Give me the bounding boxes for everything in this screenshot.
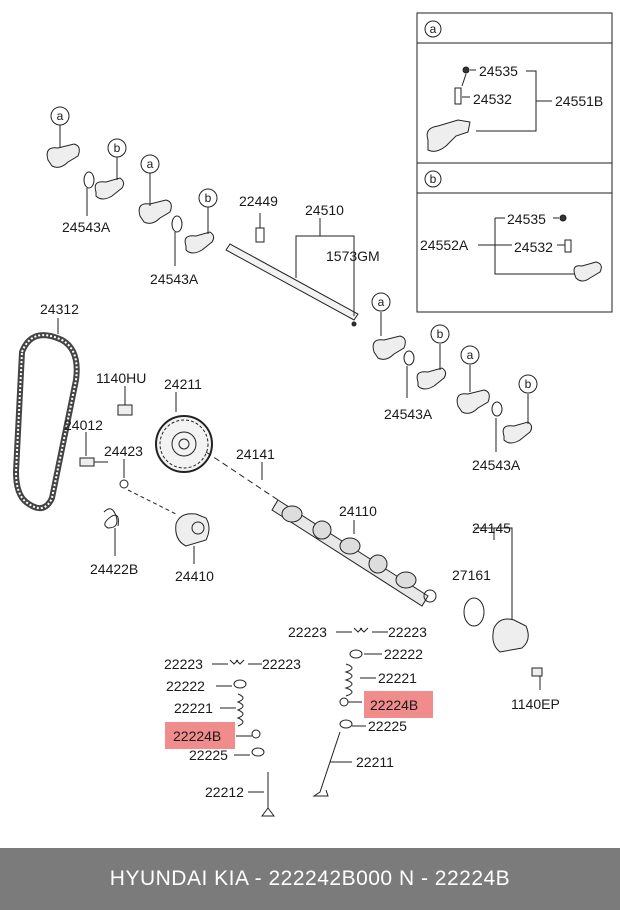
timing-belt xyxy=(12,318,80,511)
rocker-arm-group-left xyxy=(46,125,215,266)
callout-22223: 22223 xyxy=(288,624,327,640)
rocker-tag-b: b xyxy=(437,327,444,341)
rocker-tag-b: b xyxy=(205,191,212,205)
parts-diagram: a b a b a b a b a b 24535 24532 24551B 2… xyxy=(12,12,613,817)
valve-stack-left xyxy=(212,659,275,817)
callout-24012: 24012 xyxy=(64,417,103,433)
callout-24145: 24145 xyxy=(472,520,511,536)
callout-22222: 22222 xyxy=(166,678,205,694)
detail-tag-a: a xyxy=(430,22,437,36)
callout-24551B: 24551B xyxy=(555,93,603,109)
callout-24535-a: 24535 xyxy=(479,63,518,79)
callout-24532-a: 24532 xyxy=(473,91,512,107)
rocker-tag-a: a xyxy=(57,109,64,123)
callout-24510: 24510 xyxy=(305,202,344,218)
rocker-tag-a: a xyxy=(378,295,385,309)
callout-24543A: 24543A xyxy=(150,271,199,287)
callout-22223: 22223 xyxy=(164,656,203,672)
callout-24110: 24110 xyxy=(339,503,377,519)
callout-24552A: 24552A xyxy=(420,237,469,253)
rocker-tag-b: b xyxy=(525,377,532,391)
camshaft xyxy=(205,451,437,607)
callout-1140EP: 1140EP xyxy=(511,696,560,712)
callout-27161: 27161 xyxy=(452,567,491,583)
callout-22449: 22449 xyxy=(239,193,278,209)
callout-24410: 24410 xyxy=(175,568,214,584)
callout-22222: 22222 xyxy=(384,646,423,662)
cam-position-sensor xyxy=(463,527,543,690)
callout-22224B: 22224B xyxy=(370,697,418,713)
callout-24543A: 24543A xyxy=(62,219,111,235)
highlight-22224B-left xyxy=(165,722,235,749)
footer-bar: HYUNDAI KIA - 222242B000 N - 22224B xyxy=(0,848,620,910)
callout-24535-b: 24535 xyxy=(507,211,546,227)
detail-box-b xyxy=(416,162,613,313)
callout-24423: 24423 xyxy=(104,443,143,459)
callout-22225: 22225 xyxy=(189,747,228,763)
detail-a-rocker xyxy=(426,66,552,152)
footer-part-number: HYUNDAI KIA - 222242B000 N - 22224B xyxy=(109,867,511,890)
rocker-arm-group-right xyxy=(372,312,533,452)
callout-24422B: 24422B xyxy=(90,561,138,577)
valve-stack-right xyxy=(312,627,388,797)
callout-1140HU: 1140HU xyxy=(96,370,146,386)
callout-24141: 24141 xyxy=(236,446,275,462)
rocker-tag-a: a xyxy=(147,157,154,171)
callout-22224B: 22224B xyxy=(173,728,221,744)
callout-1573GM: 1573GM xyxy=(326,248,380,264)
callout-22211: 22211 xyxy=(356,754,394,770)
callout-22221: 22221 xyxy=(174,700,213,716)
callout-24312: 24312 xyxy=(40,301,79,317)
camshaft-sprocket xyxy=(117,386,213,473)
callout-24543A: 24543A xyxy=(384,406,433,422)
rocker-shaft xyxy=(225,213,359,327)
callout-22223: 22223 xyxy=(262,656,301,672)
detail-b-rocker xyxy=(478,214,602,282)
callout-22225: 22225 xyxy=(368,718,407,734)
rocker-tag-a: a xyxy=(467,348,474,362)
tensioner-parts xyxy=(79,432,210,564)
rocker-tag-b: b xyxy=(114,141,121,155)
callout-24543A: 24543A xyxy=(472,457,521,473)
callout-24211: 24211 xyxy=(164,376,202,392)
highlight-22224B-right xyxy=(364,691,433,718)
callout-22212: 22212 xyxy=(205,784,244,800)
detail-tag-b: b xyxy=(430,172,437,186)
callout-22221: 22221 xyxy=(378,670,417,686)
callout-22223: 22223 xyxy=(388,624,427,640)
callout-24532-b: 24532 xyxy=(514,239,553,255)
